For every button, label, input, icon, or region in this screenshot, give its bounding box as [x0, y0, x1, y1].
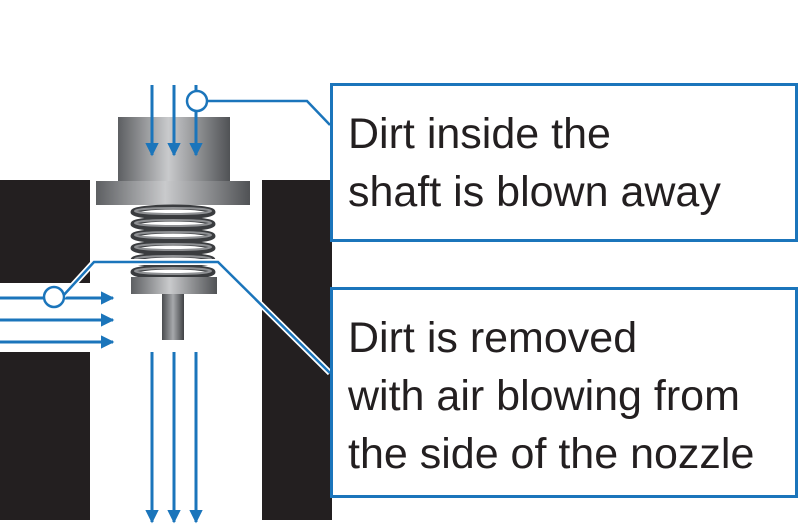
callout-shaft: Dirt inside the shaft is blown away: [330, 83, 798, 242]
spring: [130, 204, 216, 280]
spring-seat: [131, 277, 217, 294]
housing-left-upper: [0, 180, 90, 283]
callout-leaders: [42, 89, 333, 376]
nozzle-housing: [0, 180, 332, 520]
leader-dot-shaft: [185, 89, 209, 113]
shaft-flange: [96, 181, 250, 205]
callout-shaft-line-2: shaft is blown away: [348, 168, 721, 216]
housing-left-lower: [0, 352, 90, 520]
callout-nozzle-side-line-2: with air blowing from: [348, 372, 740, 420]
callout-nozzle-side: Dirt is removed with air blowing from th…: [330, 287, 798, 498]
leader-dot-nozzle-side: [42, 285, 66, 309]
callout-nozzle-side-line-3: the side of the nozzle: [348, 430, 755, 478]
callout-shaft-line-1: Dirt inside the: [348, 110, 611, 158]
shaft-rod: [162, 294, 184, 340]
housing-right: [262, 180, 332, 520]
callout-nozzle-side-line-1: Dirt is removed: [348, 314, 638, 362]
